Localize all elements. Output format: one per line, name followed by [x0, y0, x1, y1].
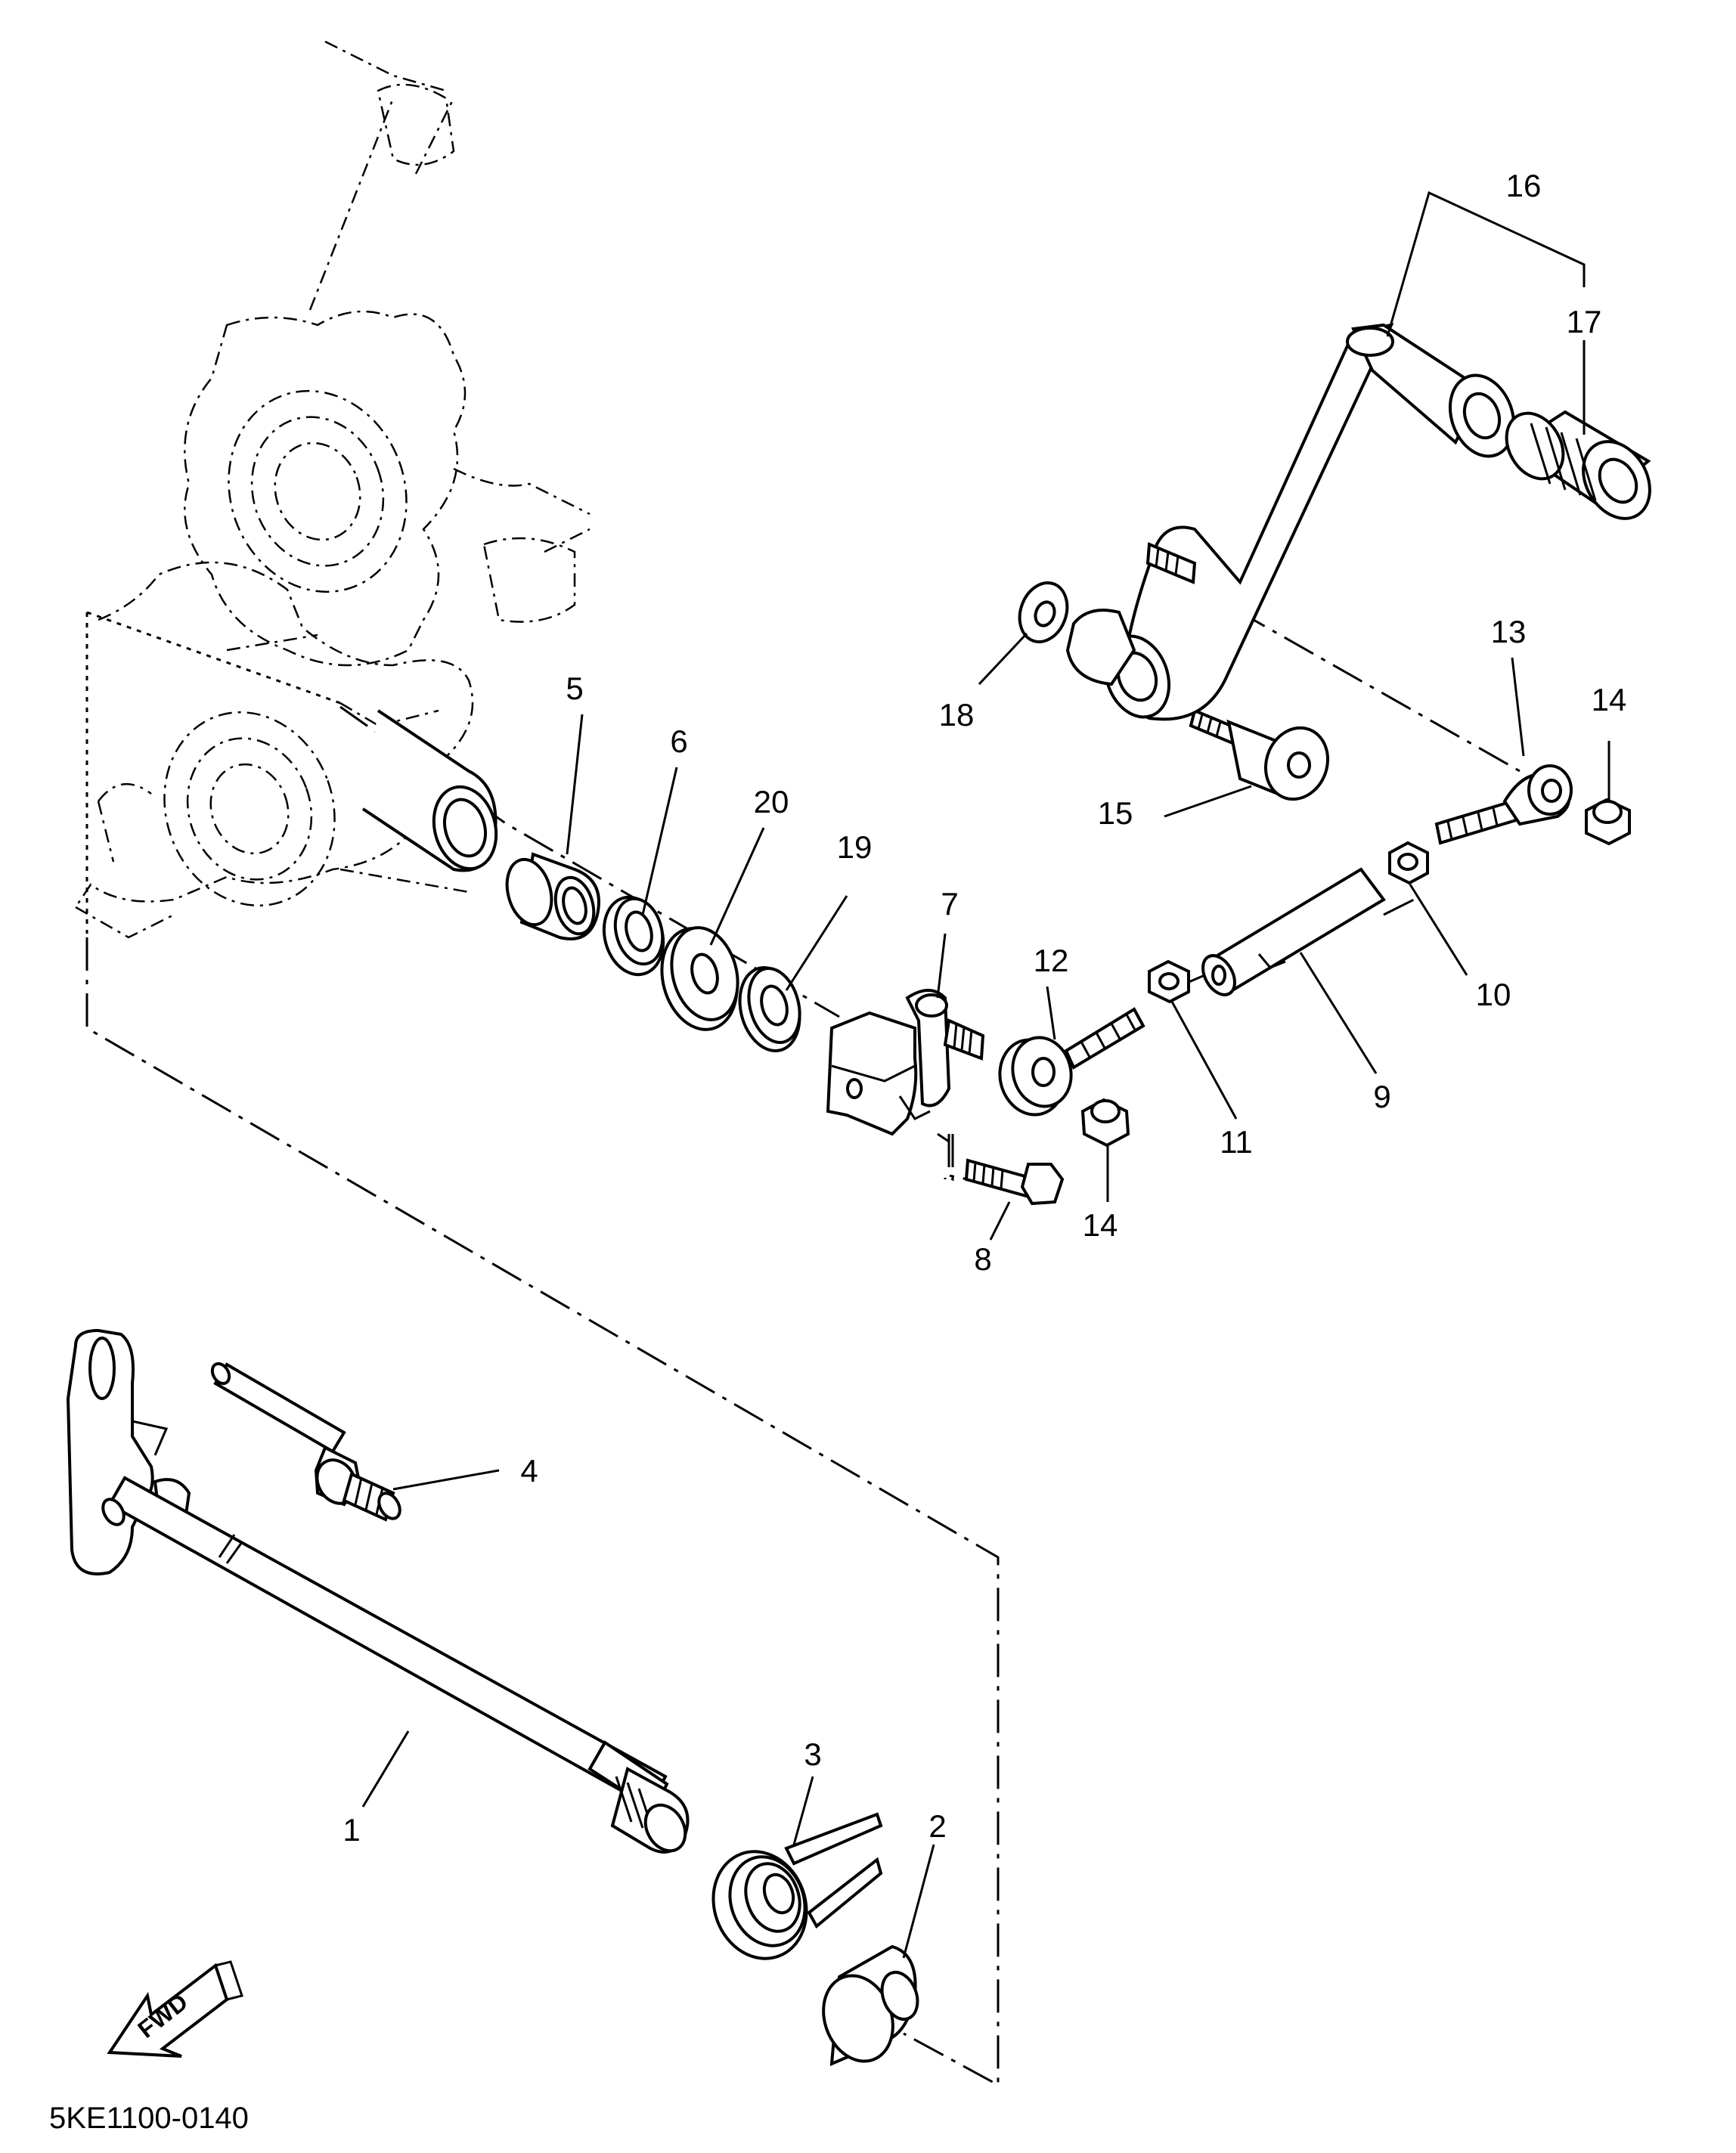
callout-11: 11 [1220, 1124, 1253, 1160]
part-15-pivot-bolt [1189, 708, 1330, 801]
part-2-collar [822, 1944, 919, 2067]
callout-5: 5 [566, 671, 583, 706]
bracket-16-17 [1386, 191, 1586, 337]
callout-7: 7 [941, 886, 958, 922]
diagram-code: 5KE1100-0140 [49, 2102, 249, 2135]
part-4-stopper-bolt [210, 1362, 401, 1522]
part-10-nut [1388, 841, 1429, 885]
callout-9: 9 [1373, 1079, 1390, 1114]
part-18-washer [1018, 581, 1069, 643]
part-12-rod-end [998, 1007, 1145, 1117]
part-14-nut-lower [1080, 1098, 1130, 1148]
callout-17: 17 [1567, 304, 1602, 339]
part-7-shift-arm [826, 989, 985, 1136]
part-16-shift-pedal [1065, 323, 1516, 721]
callout-12: 12 [1034, 943, 1069, 978]
fwd-arrow-icon: FWD [107, 1960, 243, 2058]
callout-16: 16 [1506, 168, 1542, 203]
callout-18: 18 [939, 697, 975, 733]
callout-6: 6 [670, 723, 687, 759]
part-5-bushing [505, 852, 600, 940]
part-13-rod-end [1434, 764, 1573, 845]
callout-2: 2 [928, 1808, 946, 1844]
part-11-nut [1148, 959, 1190, 1004]
guide-dotted-box [85, 611, 341, 934]
callout-14-lower: 14 [1083, 1207, 1118, 1243]
part-17-pedal-rubber [1505, 410, 1651, 520]
callout-labels: 5 6 20 19 7 12 14 8 11 9 10 13 14 15 18 … [343, 168, 1626, 1848]
part-8-bolt [964, 1158, 1065, 1206]
assembly-line-bolt8 [947, 1134, 969, 1181]
assembly-line-shaft [85, 937, 1000, 2087]
part-20-washer [660, 926, 739, 1031]
callout-1: 1 [343, 1812, 360, 1848]
part-1-shift-shaft [66, 1328, 690, 1854]
callout-13: 13 [1491, 614, 1527, 649]
callout-10: 10 [1476, 977, 1511, 1012]
case-boss [361, 709, 498, 872]
engine-case-outline [74, 40, 591, 939]
part-3-return-spring [711, 1812, 883, 1960]
assembly-line-7-8 [937, 1132, 954, 1182]
part-9-shift-rod [1201, 867, 1386, 996]
callout-4: 4 [520, 1453, 538, 1489]
part-19-washer [738, 966, 801, 1052]
leader-lines [361, 340, 1610, 1959]
callout-14-upper: 14 [1592, 682, 1627, 717]
part-14-nut-upper [1585, 798, 1631, 846]
part-6-seal [602, 895, 665, 977]
callout-20: 20 [754, 784, 789, 819]
callout-8: 8 [974, 1241, 991, 1277]
callout-15: 15 [1098, 795, 1133, 831]
callout-3: 3 [804, 1736, 821, 1772]
callout-19: 19 [837, 829, 873, 865]
